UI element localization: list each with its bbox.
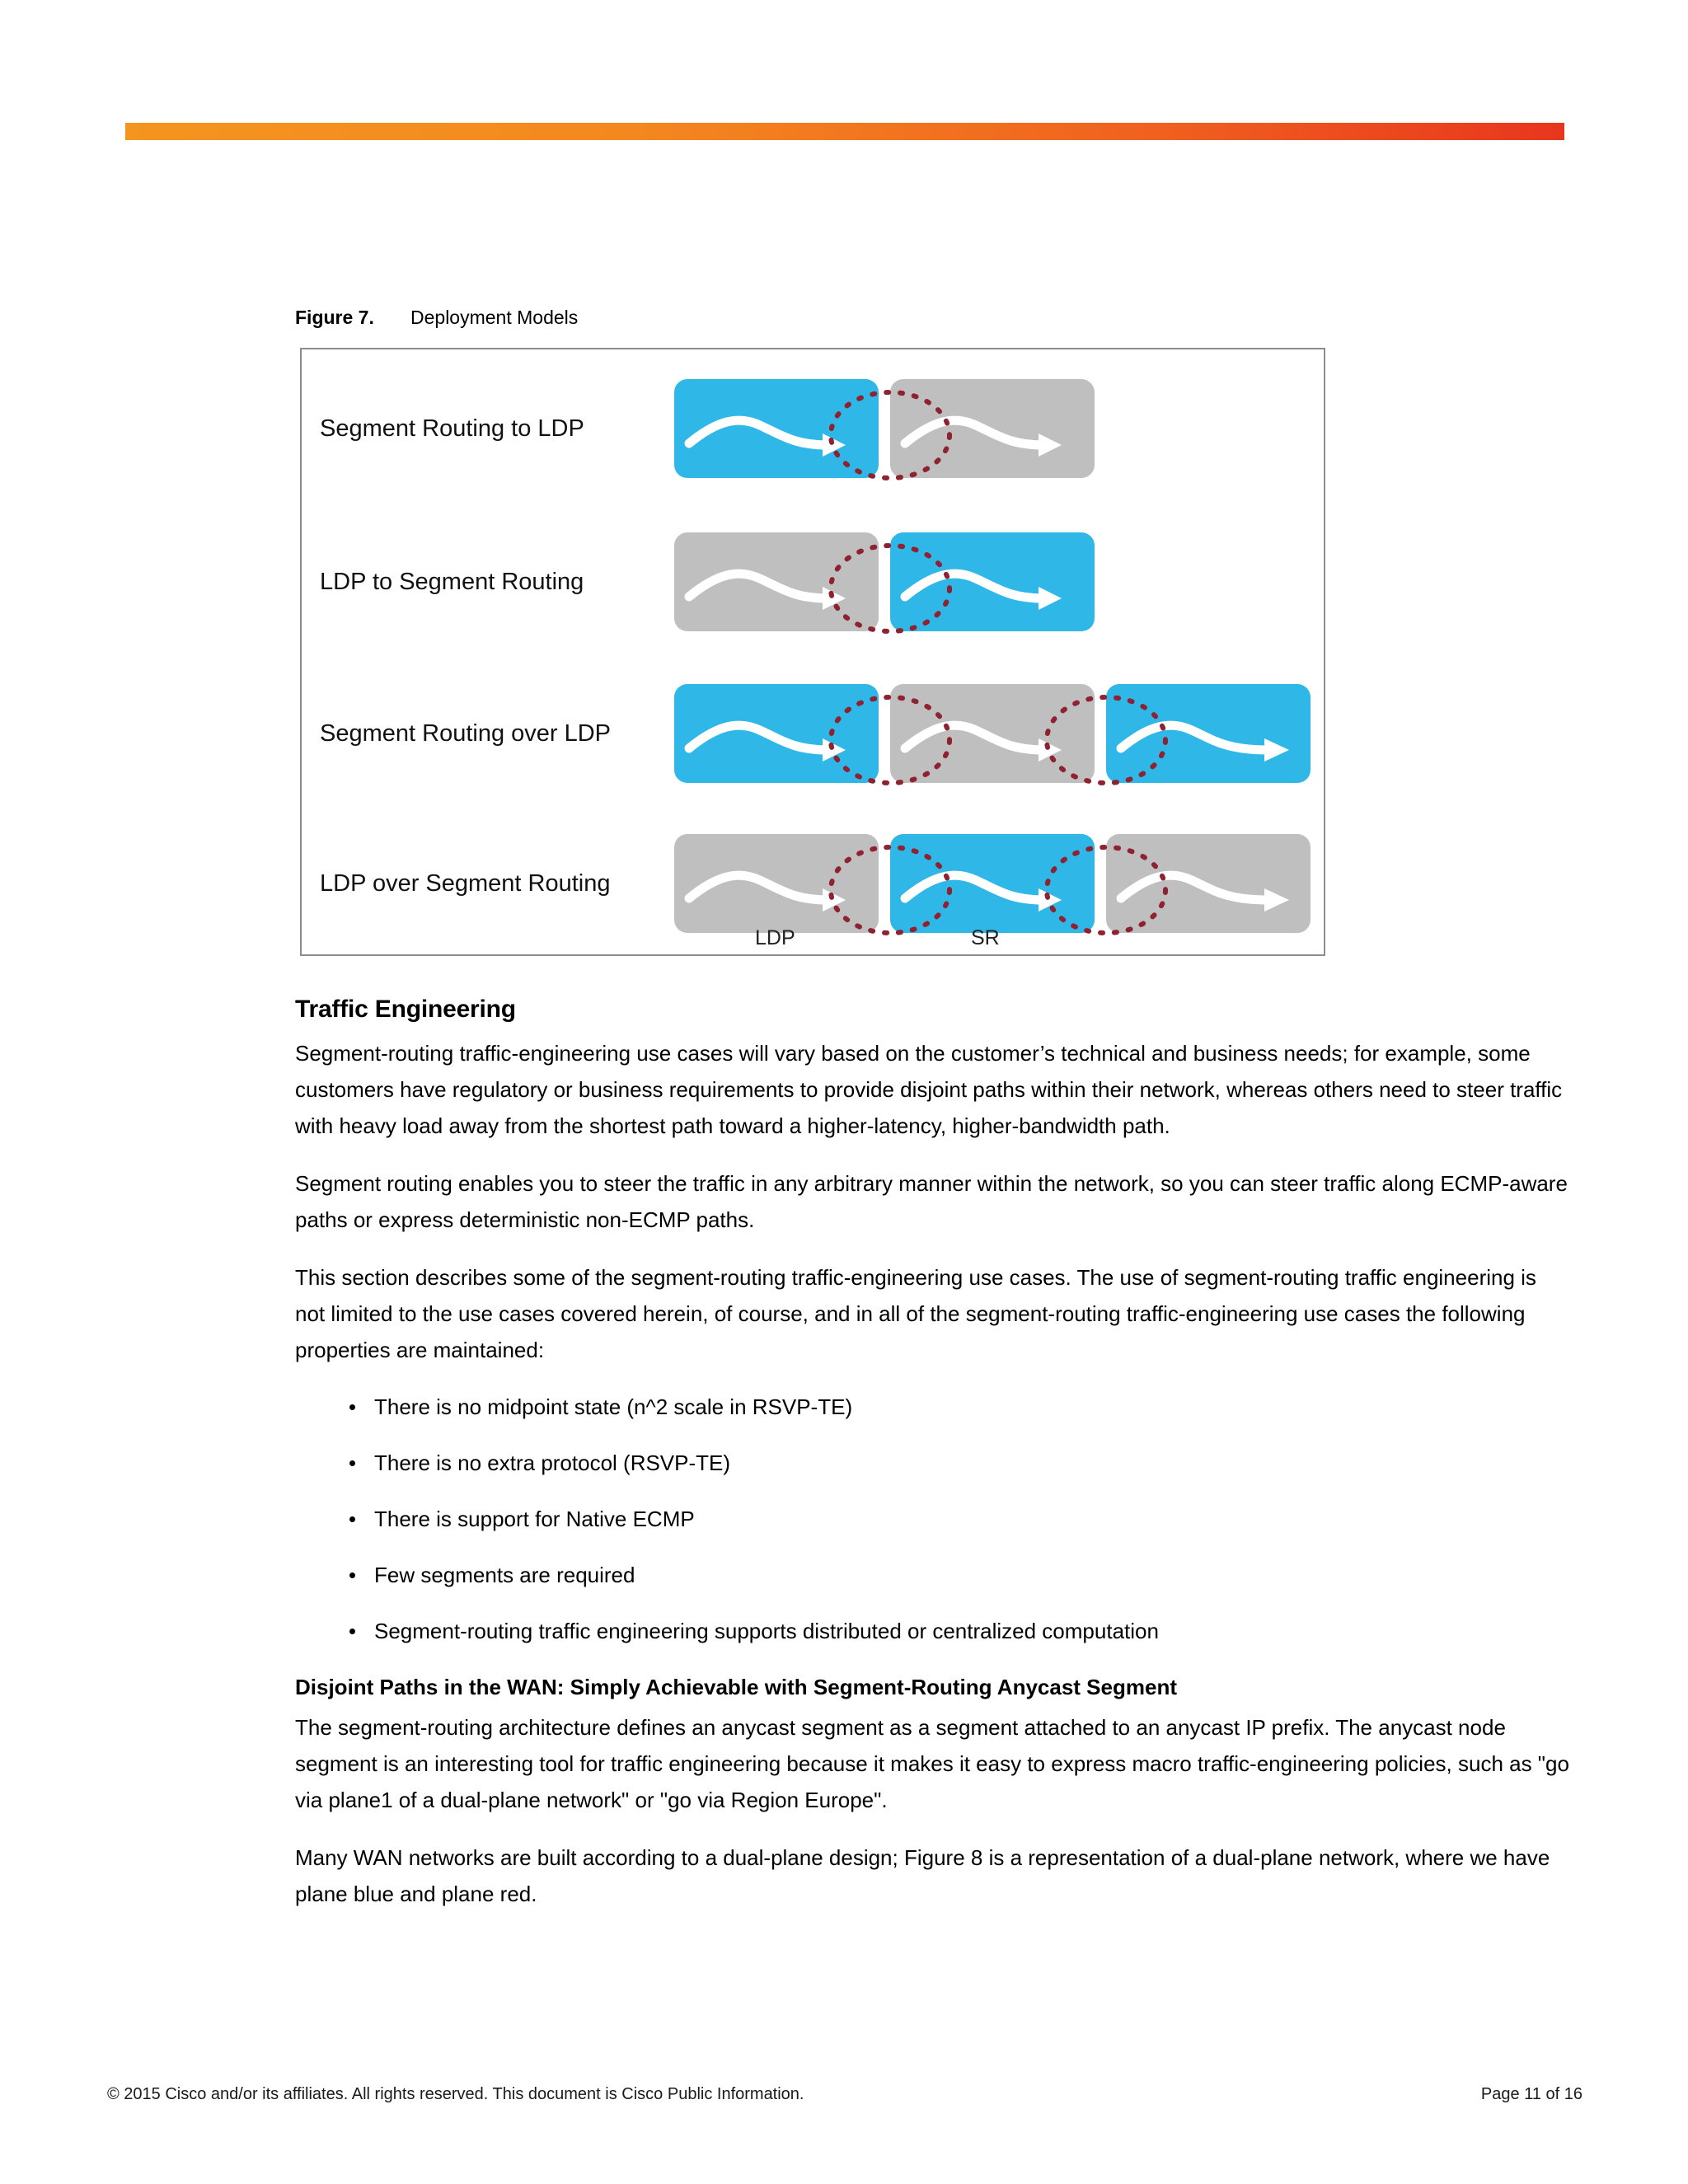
row-nodes: [674, 684, 1311, 785]
node-sr: [890, 834, 1095, 933]
legend-label-sr: SR: [971, 926, 1000, 949]
list-item: There is support for Native ECMP: [349, 1502, 1571, 1536]
paragraph-1: Segment-routing traffic-engineering use …: [295, 1041, 1563, 1138]
paragraph-2: Segment routing enables you to steer the…: [295, 1171, 1568, 1232]
figure-row-sr-to-ldp: Segment Routing to LDP: [302, 379, 1324, 480]
properties-bullet-list: There is no midpoint state (n^2 scale in…: [295, 1390, 1571, 1648]
row-label: LDP to Segment Routing: [320, 568, 584, 595]
figure-title: Deployment Models: [410, 307, 579, 328]
paragraph-5: Many WAN networks are built according to…: [295, 1845, 1550, 1906]
list-item: There is no extra protocol (RSVP-TE): [349, 1446, 1571, 1480]
node-ldp: [674, 532, 879, 631]
footer-page-number: Page 11 of 16: [1480, 2085, 1582, 2103]
figure-caption: Figure 7. Deployment Models: [295, 305, 1571, 330]
node-ldp: [674, 834, 879, 933]
list-item: There is no midpoint state (n^2 scale in…: [349, 1390, 1571, 1424]
row-nodes: [674, 379, 1096, 480]
paragraph-4: The segment-routing architecture defines…: [295, 1715, 1569, 1812]
row-label: Segment Routing to LDP: [320, 415, 584, 442]
row-nodes: [674, 532, 1096, 634]
header-accent-bar: [125, 123, 1564, 140]
row-label: Segment Routing over LDP: [320, 719, 612, 747]
deployment-models-figure: Segment Routing to LDP: [300, 348, 1325, 956]
figure-row-sr-over-ldp: Segment Routing over LDP: [302, 684, 1324, 785]
node-sr: [890, 532, 1095, 631]
figure-number: Figure 7.: [295, 307, 374, 328]
row-nodes: [674, 834, 1311, 935]
list-item: Segment-routing traffic engineering supp…: [349, 1614, 1571, 1648]
node-sr: [674, 684, 879, 783]
paragraph-3: This section describes some of the segme…: [295, 1265, 1536, 1362]
row-label: LDP over Segment Routing: [320, 869, 611, 897]
node-sr: [1106, 684, 1311, 783]
legend-label-ldp: LDP: [755, 926, 795, 949]
node-sr: [674, 379, 879, 478]
figure-row-ldp-over-sr: LDP over Segment Routing: [302, 834, 1324, 935]
figure-row-ldp-to-sr: LDP to Segment Routing: [302, 532, 1324, 634]
figure-legend: LDP SR: [674, 926, 1311, 954]
page-content: Figure 7. Deployment Models Segment Routi…: [295, 305, 1571, 1933]
node-ldp: [890, 379, 1095, 478]
node-ldp: [1106, 834, 1311, 933]
sub-heading-disjoint-paths: Disjoint Paths in the WAN: Simply Achiev…: [295, 1675, 1177, 1699]
node-ldp: [890, 684, 1095, 783]
page-footer: © 2015 Cisco and/or its affiliates. All …: [107, 2085, 1582, 2104]
footer-copyright: © 2015 Cisco and/or its affiliates. All …: [107, 2085, 804, 2103]
section-heading-traffic-engineering: Traffic Engineering: [295, 996, 516, 1023]
list-item: Few segments are required: [349, 1558, 1571, 1592]
